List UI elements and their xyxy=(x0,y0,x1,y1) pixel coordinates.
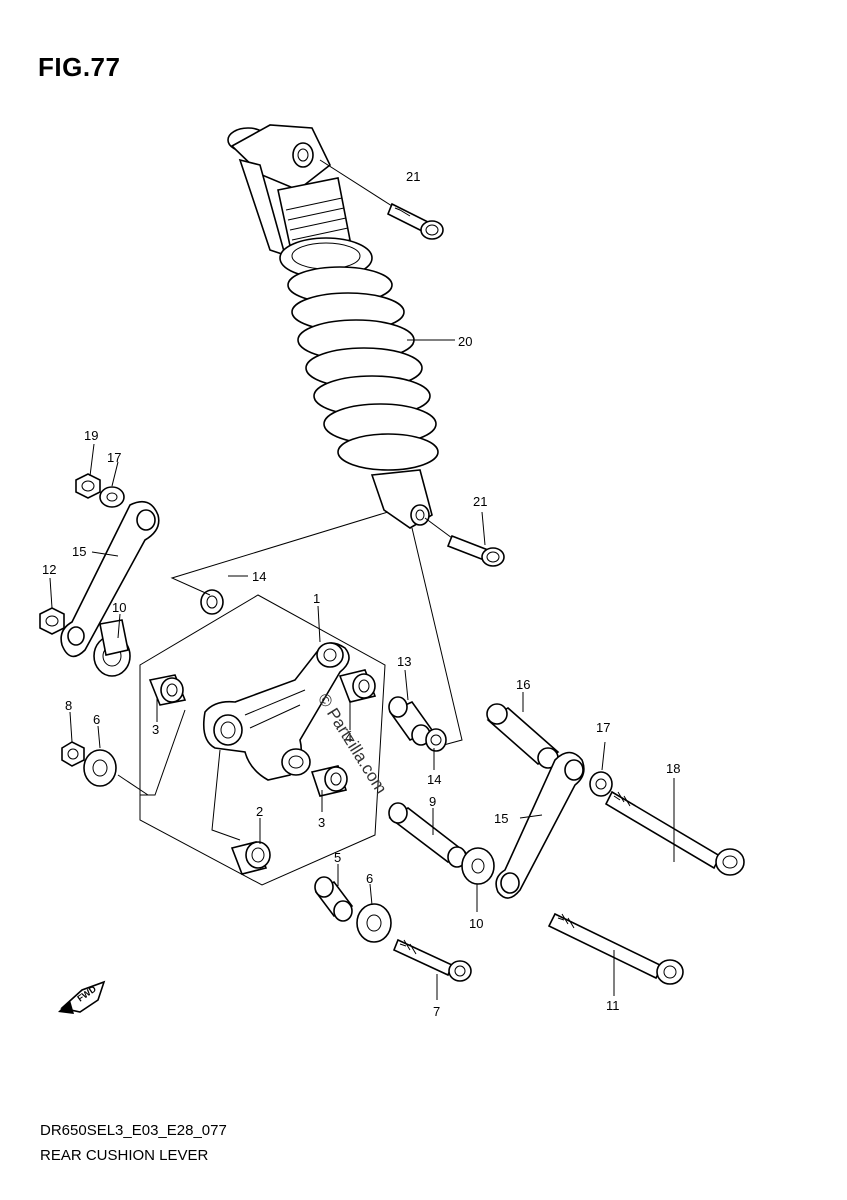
washer-14-top[interactable] xyxy=(200,589,224,615)
callout-6-left[interactable]: 6 xyxy=(93,712,100,727)
spacer-16[interactable] xyxy=(486,703,560,769)
callout-19[interactable]: 19 xyxy=(84,428,98,443)
callout-1[interactable]: 1 xyxy=(313,591,320,606)
callout-9[interactable]: 9 xyxy=(429,794,436,809)
callout-21-upper[interactable]: 21 xyxy=(406,169,420,184)
washer-14-bottom[interactable] xyxy=(425,728,447,752)
callout-3-upper[interactable]: 3 xyxy=(152,722,159,737)
bearing-4[interactable] xyxy=(338,669,377,703)
callout-17-right[interactable]: 17 xyxy=(596,720,610,735)
leader-lines xyxy=(49,339,675,1000)
callout-10-right[interactable]: 10 xyxy=(469,916,483,931)
bolt-18[interactable] xyxy=(604,790,745,876)
callout-13[interactable]: 13 xyxy=(397,654,411,669)
callout-8[interactable]: 8 xyxy=(65,698,72,713)
callout-15-left[interactable]: 15 xyxy=(72,544,86,559)
callout-11[interactable]: 11 xyxy=(606,998,620,1013)
fwd-arrow-icon: FWD xyxy=(58,980,106,1014)
bearing-3-lower[interactable] xyxy=(310,765,348,797)
washer-17-right[interactable] xyxy=(589,771,613,797)
callout-12[interactable]: 12 xyxy=(42,562,56,577)
nut-8[interactable] xyxy=(61,741,85,767)
bolt-21-lower[interactable] xyxy=(446,534,505,567)
diagram-name: REAR CUSHION LEVER xyxy=(40,1147,209,1164)
bearing-3-upper[interactable] xyxy=(148,674,187,706)
callout-14-top[interactable]: 14 xyxy=(252,569,266,584)
bush-10-left[interactable] xyxy=(93,619,131,677)
callout-6-right[interactable]: 6 xyxy=(366,871,373,886)
callout-14-bottom[interactable]: 14 xyxy=(427,772,441,787)
washer-6-left[interactable] xyxy=(83,749,117,787)
nut-19[interactable] xyxy=(75,473,101,499)
bush-10-right[interactable] xyxy=(461,847,495,885)
bolt-21-upper[interactable] xyxy=(386,202,444,240)
callout-7[interactable]: 7 xyxy=(433,1004,440,1019)
callout-5[interactable]: 5 xyxy=(334,850,341,865)
callout-17-left[interactable]: 17 xyxy=(107,450,121,465)
bush-2[interactable] xyxy=(230,841,271,875)
callout-21-lower[interactable]: 21 xyxy=(473,494,487,509)
spacer-5[interactable] xyxy=(314,876,354,922)
bolt-7[interactable] xyxy=(392,938,472,982)
lever-assembly-outline xyxy=(139,594,386,886)
callout-2[interactable]: 2 xyxy=(256,804,263,819)
spacer-9[interactable] xyxy=(388,802,467,868)
cushion-lever-1[interactable] xyxy=(202,642,350,781)
washer-17-left[interactable] xyxy=(99,486,125,508)
callout-10-left[interactable]: 10 xyxy=(112,600,126,615)
callout-4[interactable]: 4 xyxy=(345,730,352,745)
callout-18[interactable]: 18 xyxy=(666,761,680,776)
callout-16[interactable]: 16 xyxy=(516,677,530,692)
bolt-11[interactable] xyxy=(547,912,684,985)
diagram-code: DR650SEL3_E03_E28_077 xyxy=(40,1122,227,1139)
figure-title: FIG.77 xyxy=(38,52,121,82)
callout-labels: 21 20 19 17 21 15 12 14 10 1 13 16 3 4 8… xyxy=(42,169,680,1019)
cushion-rod-15-right[interactable] xyxy=(495,751,585,899)
cushion-rod-15-left[interactable] xyxy=(60,500,160,658)
rear-shock-absorber[interactable] xyxy=(227,124,439,529)
washer-6-right[interactable] xyxy=(356,903,392,943)
callout-15-right[interactable]: 15 xyxy=(494,811,508,826)
nut-12[interactable] xyxy=(39,607,65,635)
callout-3-lower[interactable]: 3 xyxy=(318,815,325,830)
callout-20[interactable]: 20 xyxy=(458,334,472,349)
